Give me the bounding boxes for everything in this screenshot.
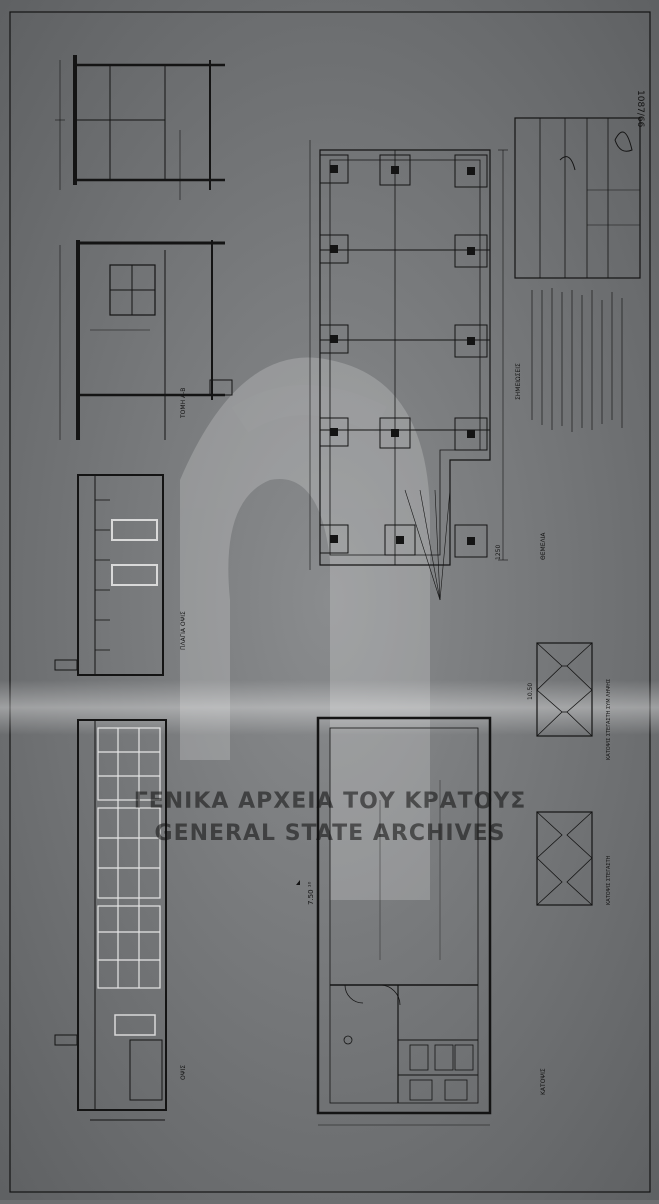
overall-length: 1250 <box>495 545 502 560</box>
foundation-label: ΘΕΜΕΛΙΑ <box>540 532 547 560</box>
watermark-line-english: GENERAL STATE ARCHIVES <box>155 821 506 846</box>
notes-title: ΣΗΜΕΙΩΣΕΙΣ <box>515 363 522 400</box>
archive-ref: 1087/66 <box>635 90 645 128</box>
roof-plan-a-label: ΚΑΤΟΨΙΣ ΣΤΕΓΑΣΤΗ ΣΥΜ ΛΗΨΗΣ <box>606 679 612 760</box>
title-block: 1087/66 <box>514 90 645 279</box>
foundation-plan: ΘΕΜΕΛΙΑ <box>309 140 547 601</box>
roof-plan-b-label: ΚΑΤΟΨΙΣ ΣΤΕΓΑΣΤΗ <box>606 855 612 905</box>
level-marker: 7.50 ¹⁰ <box>307 881 315 905</box>
archive-watermark: ΓΕΝΙΚΑ ΑΡΧΕΙΑ ΤΟΥ ΚΡΑΤΟΥΣ GENERAL STATE … <box>134 789 527 846</box>
section-drawing-ab: ΤΟΜΗ Α-Β <box>59 240 233 440</box>
section-ab-label: ΤΟΜΗ Α-Β <box>180 388 187 419</box>
watermark-emblem <box>180 357 430 900</box>
front-view-label: ΟΨΙΣ <box>180 1065 187 1080</box>
watermark-line-greek: ΓΕΝΙΚΑ ΑΡΧΕΙΑ ΤΟΥ ΚΡΑΤΟΥΣ <box>134 789 527 814</box>
front-elevation: ΟΨΙΣ <box>54 719 187 1121</box>
roof-plan-diagram-a: ΚΑΤΟΨΙΣ ΣΤΕΓΑΣΤΗ ΣΥΜ ΛΗΨΗΣ <box>536 642 612 760</box>
notes-block: ΣΗΜΕΙΩΣΕΙΣ <box>515 288 623 432</box>
side-elevation: ΠΛΑΓΙΑ ΟΨΙΣ <box>54 474 187 676</box>
ground-floor-plan: 7.50 ¹⁰ 1250 10.50 ΚΑΤΟΨΙΣ <box>296 545 547 1126</box>
roof-plan-diagram-b: ΚΑΤΟΨΙΣ ΣΤΕΓΑΣΤΗ <box>536 811 612 906</box>
roof-span: 10.50 <box>527 683 534 700</box>
side-view-label: ΠΛΑΓΙΑ ΟΨΙΣ <box>180 611 187 650</box>
ground-plan-label: ΚΑΤΟΨΙΣ <box>540 1068 547 1095</box>
section-drawing-1 <box>55 55 225 200</box>
